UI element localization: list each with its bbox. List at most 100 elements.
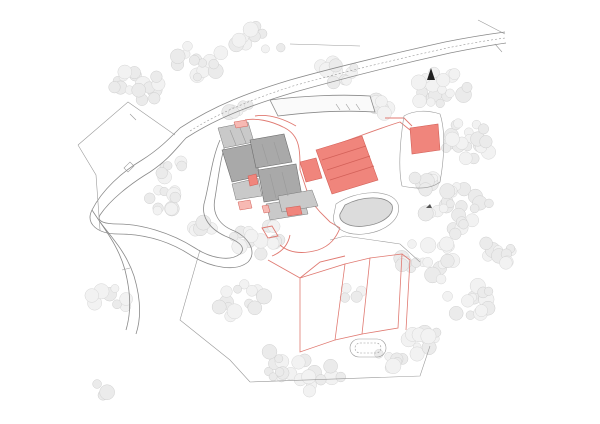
- tree-canopy: [99, 384, 115, 400]
- tree-canopy: [242, 21, 259, 38]
- tree-canopy: [274, 354, 284, 364]
- pond: [333, 192, 399, 235]
- tree-canopy: [385, 358, 402, 374]
- tree-canopy: [335, 371, 346, 383]
- tree-canopy: [176, 160, 187, 172]
- fields: [299, 253, 411, 353]
- tree-canopy: [239, 279, 250, 290]
- tree-canopy: [112, 299, 122, 310]
- tree-canopy: [442, 291, 453, 302]
- tree-canopy: [195, 214, 212, 231]
- tree-canopy: [213, 45, 229, 61]
- tree-canopy: [341, 75, 352, 86]
- tree-canopy: [164, 202, 178, 216]
- tree-canopy: [459, 151, 473, 166]
- tree-canopy: [435, 273, 447, 285]
- tree-canopy: [169, 191, 181, 203]
- detail-marker-icon: [426, 204, 432, 208]
- tree-canopy: [211, 299, 227, 315]
- tree-canopy: [266, 237, 280, 250]
- tree-canopy: [150, 70, 163, 83]
- tree-canopy: [267, 219, 281, 233]
- tree-canopy: [193, 72, 202, 82]
- tree-canopy: [92, 379, 102, 389]
- tree-canopy: [170, 48, 186, 64]
- tree-canopy: [340, 282, 352, 294]
- tree-canopy: [208, 58, 219, 70]
- oval-feature: [349, 338, 387, 358]
- tree-canopy: [376, 105, 392, 121]
- tree-canopy: [445, 88, 455, 98]
- tree-canopy: [475, 304, 488, 317]
- tree-canopy: [144, 192, 156, 204]
- tree-canopy: [453, 118, 464, 129]
- tree-canopy: [274, 367, 285, 377]
- tree-canopy: [410, 74, 427, 91]
- tree-canopy: [439, 236, 455, 252]
- tree-canopy: [247, 300, 263, 316]
- tree-canopy: [420, 328, 437, 345]
- tree-canopy: [261, 44, 270, 54]
- tree-canopy: [326, 75, 341, 90]
- tree-canopy: [412, 93, 427, 109]
- tree-canopy: [407, 239, 417, 249]
- tree-canopy: [131, 82, 146, 98]
- tree-canopy: [301, 369, 317, 385]
- tree-canopy: [119, 292, 133, 306]
- tree-canopy: [291, 355, 306, 370]
- tree-canopy: [436, 73, 451, 88]
- tree-canopy: [410, 257, 422, 268]
- tree-canopy: [439, 183, 456, 200]
- tree-canopy: [435, 98, 445, 108]
- tree-canopy: [438, 203, 449, 214]
- tree-canopy: [409, 346, 425, 362]
- tree-canopy: [226, 303, 243, 320]
- tree-canopy: [84, 288, 99, 303]
- tree-canopy: [479, 135, 493, 149]
- tree-canopy: [458, 219, 469, 230]
- tree-canopy: [479, 236, 493, 250]
- tree-canopy: [444, 131, 460, 147]
- property-lines: [77, 101, 431, 383]
- tree-canopy: [276, 43, 286, 53]
- tree-canopy: [448, 306, 464, 321]
- tree-canopy: [484, 198, 494, 209]
- tree-canopy: [323, 358, 338, 374]
- access-road: [269, 94, 376, 117]
- tree-canopy: [220, 285, 233, 298]
- tree-canopy: [233, 284, 242, 294]
- tree-canopy: [484, 286, 494, 296]
- tree-canopy: [231, 32, 247, 48]
- tree-canopy: [408, 171, 422, 185]
- north-arrow-icon: [427, 68, 435, 80]
- tree-canopy: [256, 288, 272, 305]
- tree-canopy: [339, 292, 350, 303]
- main-road: [179, 19, 507, 139]
- winding-road: [89, 127, 253, 335]
- red-paths: [244, 115, 413, 279]
- tree-canopy: [478, 123, 489, 135]
- tree-canopy: [448, 68, 461, 80]
- tree-canopy: [152, 205, 163, 216]
- tree-canopy: [117, 64, 133, 80]
- tree-canopy: [108, 81, 121, 94]
- tree-canopy: [499, 256, 513, 270]
- tree-canopy: [375, 95, 388, 108]
- new-building-small: [399, 110, 445, 189]
- tree-canopy: [155, 166, 168, 180]
- tree-canopy: [440, 253, 455, 268]
- tree-canopy: [261, 344, 278, 360]
- tree-canopy: [461, 294, 475, 308]
- tree-canopy: [418, 182, 433, 197]
- tree-canopy: [350, 290, 363, 303]
- tree-canopy: [163, 161, 173, 171]
- tree-canopy: [328, 58, 343, 73]
- new-building-large: [299, 135, 379, 195]
- tree-canopy: [244, 100, 254, 110]
- tree-canopy: [182, 41, 193, 52]
- tree-canopy: [445, 199, 455, 209]
- main-building: [217, 119, 319, 221]
- tree-canopy: [110, 284, 120, 293]
- tree-canopy: [246, 285, 258, 297]
